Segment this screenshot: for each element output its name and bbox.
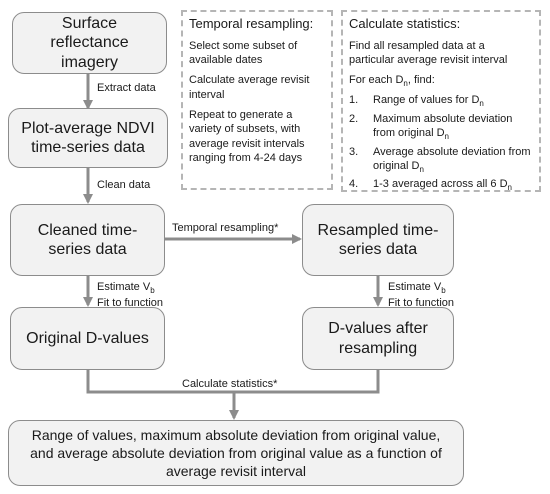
temporal-item: Repeat to generate a variety of subsets,… [189,109,305,164]
fit-text: Fit to function [97,297,164,310]
temporal-item: Select some subset of available dates [189,39,298,67]
cleaned-timeseries-box: Cleaned time-series data [10,204,165,276]
stats-step: 2.Maximum absolute deviation from origin… [349,112,513,142]
estimate-text: Estimate V [97,281,151,293]
ndvi-timeseries-label: Plot-average NDVI time-series data [21,119,155,156]
dvalues-after-box: D-values after resampling [302,307,454,370]
edge-label-estimate-left: Estimate Vb Fit to function [97,280,163,312]
temporal-item: Calculate average revisit interval [189,74,310,101]
surface-reflectance-label: Surface reflectance imagery [50,15,129,71]
estimate-subscript: b [441,286,446,296]
estimate-subscript: b [150,286,155,296]
cleaned-timeseries-label: Cleaned time-series data [37,221,138,258]
stats-intro: Find all resampled data at a particular … [349,39,508,67]
edge-label-clean: Clean data [97,179,151,191]
original-dvalues-label: Original D-values [26,329,149,347]
temporal-panel-title: Temporal resampling: [189,16,314,31]
resampled-timeseries-box: Resampled time-series data [302,204,454,276]
estimate-text: Estimate V [388,281,442,293]
result-label: Range of values, maximum absolute deviat… [30,426,442,480]
stats-steps-list: 1.Range of values for Dn 2.Maximum absol… [349,93,533,194]
edge-label-extract: Extract data [97,82,156,94]
resampled-timeseries-label: Resampled time-series data [317,221,439,258]
calculate-statistics-panel: Calculate statistics: Find all resampled… [341,10,541,194]
stats-for-each: For each Dn, find: [349,74,435,89]
edge-label-calc-stats: Calculate statistics* [182,378,278,390]
stats-step: 1.Range of values for Dn [349,94,484,109]
dvalues-after-label: D-values after resampling [328,320,428,357]
original-dvalues-box: Original D-values [10,307,165,370]
stats-step: 4.1-3 averaged across all 6 Dn [349,178,512,193]
surface-reflectance-box: Surface reflectance imagery [12,12,167,74]
result-box: Range of values, maximum absolute deviat… [8,420,464,486]
fit-text: Fit to function [388,297,455,310]
temporal-resampling-panel: Temporal resampling: Select some subset … [181,10,333,190]
stats-step: 3.Average absolute deviation from origin… [349,145,531,174]
edge-label-temporal: Temporal resampling* [172,222,279,234]
stats-panel-title: Calculate statistics: [349,16,461,31]
ndvi-timeseries-box: Plot-average NDVI time-series data [8,108,168,168]
edge-label-estimate-right: Estimate Vb Fit to function [388,280,454,312]
